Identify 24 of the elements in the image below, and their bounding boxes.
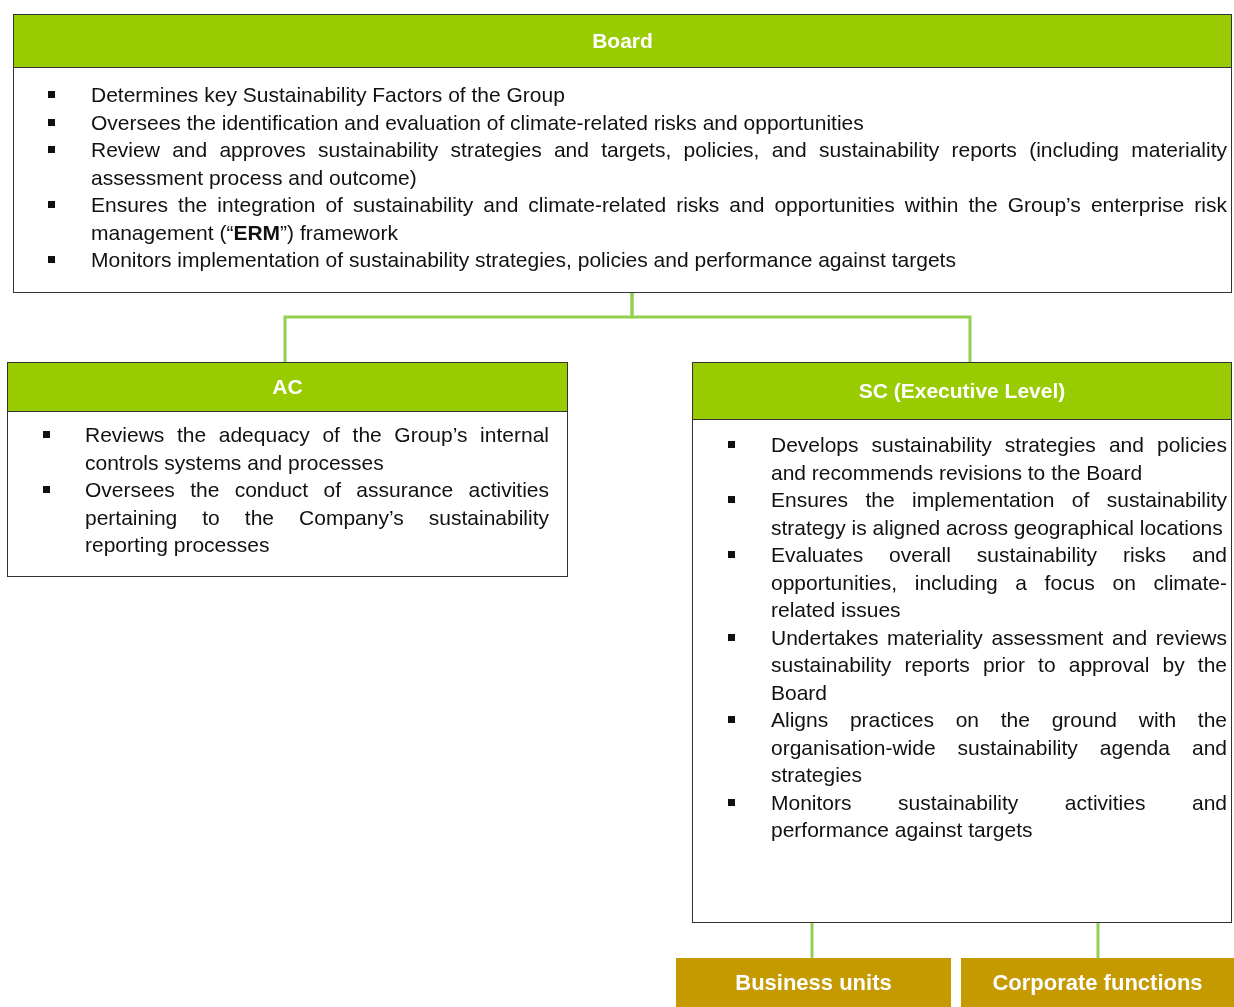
connector-line (1096, 923, 1100, 958)
bullet-text: Oversees the conduct of assurance activities pertaining to the Company’s sustainability reporting processes (85, 477, 549, 558)
card-title-bar: AC (8, 363, 567, 412)
committee-card (13, 14, 1232, 293)
bullet-text: Undertakes materiality assessment and reviews sustainability reports prior to approval by the Board (771, 624, 1227, 706)
committee-card (7, 362, 568, 577)
card-title-bar: Board (14, 15, 1231, 68)
unit-box: Corporate functions (961, 958, 1234, 1007)
bullet-text: Evaluates overall sustainability risks and opportunities, including a focus on climate-related issues (771, 542, 1227, 623)
connector-line (810, 923, 814, 958)
bullet-text: Determines key Sustainability Factors of the Group (91, 82, 566, 108)
bullet-text: Ensures the integration of sustainability and climate-related risks and opportunities within the Group’s enterprise risk management (“ERM”) framework (91, 192, 1227, 246)
card-title-bar: SC (Executive Level) (693, 363, 1231, 420)
bullet-text: Develops sustainability strategies and policies and recommends revisions to the Board (771, 432, 1227, 486)
bullet-text: Aligns practices on the ground with the organisation-wide sustainability agenda and strategies (771, 707, 1227, 788)
connector-line (630, 293, 972, 362)
committee-card (692, 362, 1232, 923)
bullet-text: Monitors sustainability activities and performance against targets (771, 789, 1227, 843)
unit-box: Business units (676, 958, 951, 1007)
bullet-text: Oversees the identification and evaluation of climate-related risks and opportunities (91, 109, 865, 136)
bullet-text: Ensures the implementation of sustainability strategy is aligned across geographical locations (771, 487, 1227, 541)
bullet-text: Reviews the adequacy of the Group’s internal controls systems and processes (85, 422, 549, 476)
bullet-text: Monitors implementation of sustainability strategies, policies and performance against targets (91, 247, 957, 273)
bullet-text: Review and approves sustainability strategies and targets, policies, and sustainability reports (including materiality assessment process and outcome) (91, 137, 1227, 191)
